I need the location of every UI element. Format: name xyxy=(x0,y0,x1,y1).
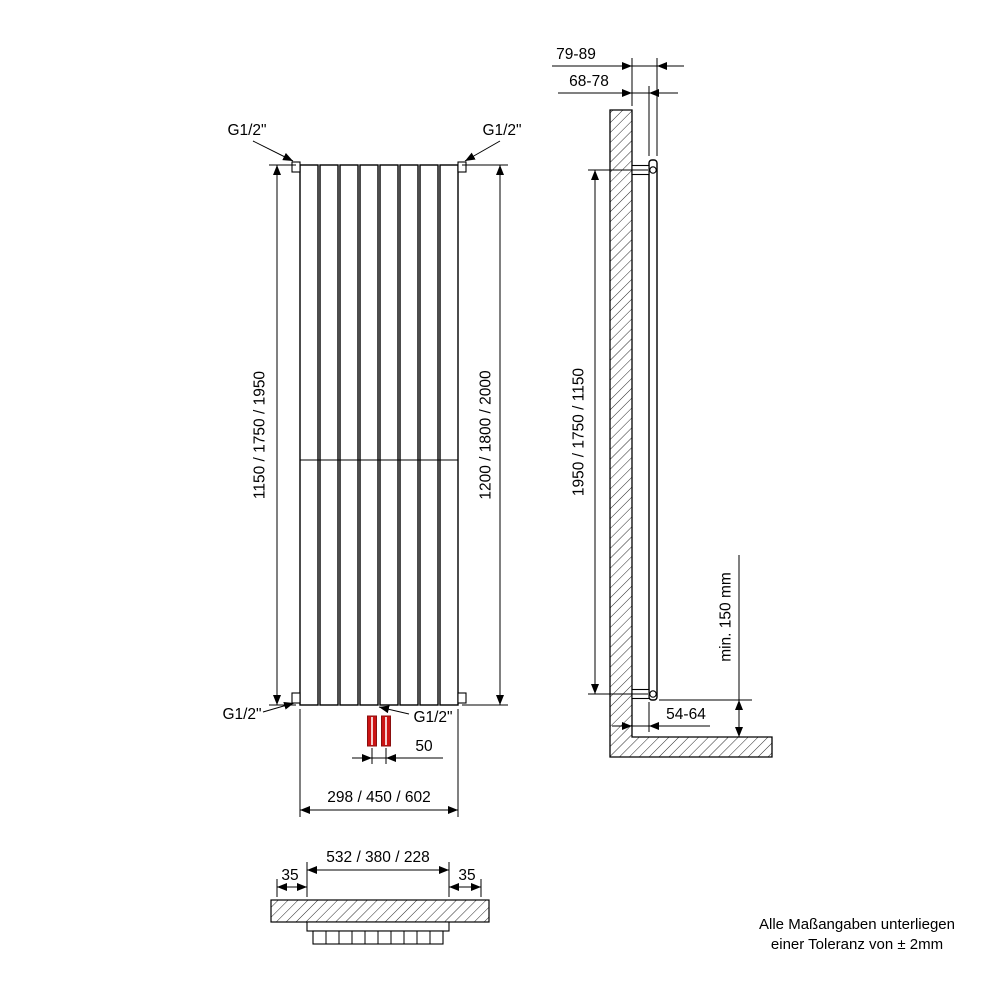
front-view: G1/2" G1/2" G1/2" G1/2" 1150 / 1750 / 19… xyxy=(222,122,522,817)
front-width-label: 298 / 450 / 602 xyxy=(327,789,430,806)
depth-bracket-dimension: 68-78 xyxy=(558,73,678,156)
connection-label-top-left: G1/2" xyxy=(227,122,266,139)
connection-labels: G1/2" G1/2" G1/2" G1/2" xyxy=(222,122,521,726)
front-height-overall-label: 1200 / 1800 / 2000 xyxy=(478,370,495,500)
front-height-connections-dimension: 1150 / 1750 / 1950 xyxy=(252,164,296,706)
valve-spacing-dimension: 50 xyxy=(352,738,443,764)
side-view: 79-89 68-78 1950 / 1750 / 1150 min. 150 … xyxy=(552,46,773,758)
bracket-height-label: 1950 / 1750 / 1150 xyxy=(571,368,588,497)
wall-floor-section xyxy=(609,109,773,758)
bracket-width-dimension: 532 / 380 / 228 xyxy=(276,849,482,897)
bracket-width-label: 532 / 380 / 228 xyxy=(326,849,429,866)
connection-label-bottom-left: G1/2" xyxy=(222,706,261,723)
front-width-dimension: 298 / 450 / 602 xyxy=(299,709,459,817)
depth-bottom-label: 54-64 xyxy=(666,706,706,723)
connection-label-bottom-center: G1/2" xyxy=(413,709,452,726)
radiator-panels xyxy=(299,164,459,706)
depth-bracket-label: 68-78 xyxy=(569,73,609,90)
bracket-view: 532 / 380 / 228 35 35 xyxy=(270,849,490,945)
valve-spacing-label: 50 xyxy=(415,738,433,755)
connection-stubs xyxy=(291,161,467,704)
leader-top-right xyxy=(464,140,501,162)
leader-top-left xyxy=(252,140,294,162)
floor-clearance-label: min. 150 mm xyxy=(718,572,735,662)
depth-overall-dimension: 79-89 xyxy=(552,46,684,156)
side-offset-dimensions: 35 35 xyxy=(277,867,481,891)
front-height-connections-label: 1150 / 1750 / 1950 xyxy=(252,371,269,500)
tolerance-note-line2: einer Toleranz von ± 2mm xyxy=(771,936,943,953)
connection-label-top-right: G1/2" xyxy=(482,122,521,139)
front-height-overall-dimension: 1200 / 1800 / 2000 xyxy=(462,164,508,706)
bracket-wall-section xyxy=(270,899,490,923)
bracket-screw-bottom xyxy=(649,690,657,698)
floor-clearance-dimension: min. 150 mm xyxy=(659,555,752,737)
bracket-screw-top xyxy=(649,166,657,174)
depth-bottom-dimension: 54-64 xyxy=(612,702,710,732)
side-offset-left-label: 35 xyxy=(281,867,298,884)
radiator-side-profile xyxy=(648,159,658,701)
valve-connectors xyxy=(367,715,391,747)
leader-bottom-center xyxy=(378,705,410,715)
side-offset-right-label: 35 xyxy=(458,867,475,884)
tolerance-note-line1: Alle Maßangaben unterliegen xyxy=(759,916,955,933)
mounting-rail xyxy=(306,921,450,945)
depth-overall-label: 79-89 xyxy=(556,46,596,63)
bracket-height-dimension: 1950 / 1750 / 1150 xyxy=(571,169,648,695)
tolerance-note: Alle Maßangaben unterliegen einer Tolera… xyxy=(759,916,955,953)
